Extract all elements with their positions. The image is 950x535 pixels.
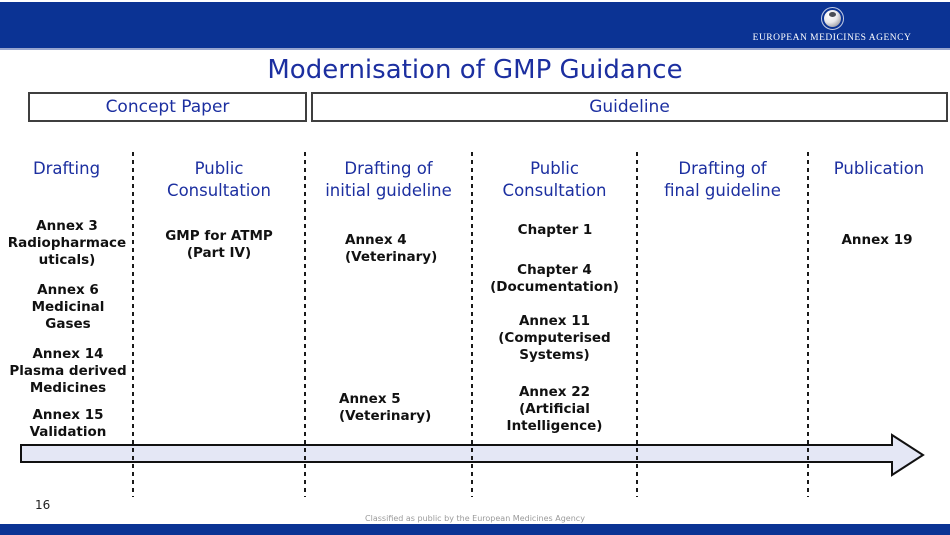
item-annex-19: Annex 19 xyxy=(841,232,913,248)
column-divider xyxy=(471,152,473,497)
ema-logo-icon xyxy=(820,7,844,30)
column-header-drafting-final-guideline: Drafting of final guideline xyxy=(664,159,781,201)
column-header-publication: Publication xyxy=(833,159,925,178)
concept-paper-label: Concept Paper xyxy=(105,97,230,117)
ema-logo: EUROPEAN MEDICINES AGENCY xyxy=(732,7,932,47)
item-annex-6-medicinal-gases: Annex 6 Medicinal Gases xyxy=(31,282,105,332)
column-header-public-consultation-2: Public Consultation xyxy=(502,159,607,201)
column-divider xyxy=(636,152,638,497)
column-header-drafting: Drafting xyxy=(32,159,101,178)
item-annex-4-veterinary: Annex 4 (Veterinary) xyxy=(345,232,438,265)
bottom-bar xyxy=(0,524,950,535)
column-divider xyxy=(807,152,809,497)
item-annex-22-artificial-intelligence: Annex 22 (Artificial Intelligence) xyxy=(506,384,603,434)
item-gmp-for-atmp: GMP for ATMP (Part IV) xyxy=(165,228,273,261)
page-number: 16 xyxy=(35,498,51,512)
column-header-drafting-initial-guideline: Drafting of initial guideline xyxy=(325,159,452,201)
guideline-box: Guideline xyxy=(311,92,948,122)
concept-paper-box: Concept Paper xyxy=(28,92,307,122)
ema-sphere-hole-icon xyxy=(828,12,836,17)
item-annex-3-radiopharmaceuticals: Annex 3 Radiopharmace uticals) xyxy=(7,218,127,268)
column-divider xyxy=(132,152,134,497)
item-chapter-1: Chapter 1 xyxy=(517,222,593,238)
classification-notice: Classified as public by the European Med… xyxy=(365,514,585,523)
guideline-label: Guideline xyxy=(589,97,670,117)
item-annex-11-computerised-systems: Annex 11 (Computerised Systems) xyxy=(498,313,611,363)
top-banner: EUROPEAN MEDICINES AGENCY xyxy=(0,2,950,50)
item-annex-5-veterinary: Annex 5 (Veterinary) xyxy=(339,391,432,424)
column-divider xyxy=(304,152,306,497)
item-annex-14-plasma-derived-medicines: Annex 14 Plasma derived Medicines xyxy=(9,346,127,396)
item-chapter-4-documentation: Chapter 4 (Documentation) xyxy=(490,262,619,295)
ema-sphere-icon xyxy=(823,10,841,27)
column-header-public-consultation-1: Public Consultation xyxy=(167,159,271,201)
agency-name: EUROPEAN MEDICINES AGENCY xyxy=(752,33,912,43)
page-title: Modernisation of GMP Guidance xyxy=(267,55,683,85)
item-annex-15-validation: Annex 15 Validation xyxy=(29,407,107,440)
